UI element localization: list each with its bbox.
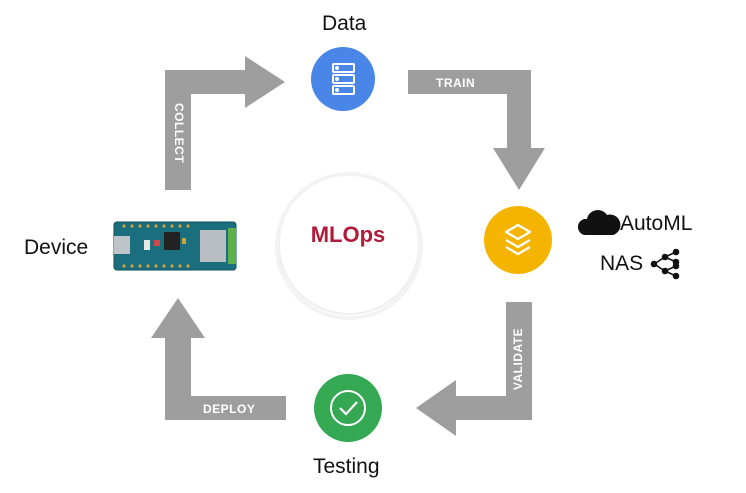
data-circle — [311, 47, 375, 111]
mlops-title: MLOps — [310, 222, 386, 247]
data-label: Data — [322, 12, 367, 35]
collect-arrow — [165, 56, 285, 190]
cloud-icon — [577, 210, 621, 235]
network-icon — [650, 248, 680, 280]
train-arrow — [408, 70, 545, 190]
layers-icon — [504, 223, 532, 256]
validate-arrow — [416, 302, 532, 436]
train-arrow-label: TRAIN — [436, 76, 476, 90]
device-label: Device — [24, 236, 89, 259]
server-icon — [332, 63, 355, 95]
nas-label: NAS — [600, 252, 644, 275]
validate-arrow-label: VALIDATE — [511, 327, 525, 391]
arduino-board-image — [113, 221, 237, 271]
collect-arrow-label: COLLECT — [172, 103, 186, 164]
check-icon — [330, 390, 366, 426]
testing-circle — [314, 374, 382, 442]
testing-label: Testing — [313, 455, 380, 478]
deploy-arrow — [151, 298, 286, 420]
deploy-arrow-label: DEPLOY — [203, 402, 256, 416]
automl-label: AutoML — [620, 212, 693, 235]
